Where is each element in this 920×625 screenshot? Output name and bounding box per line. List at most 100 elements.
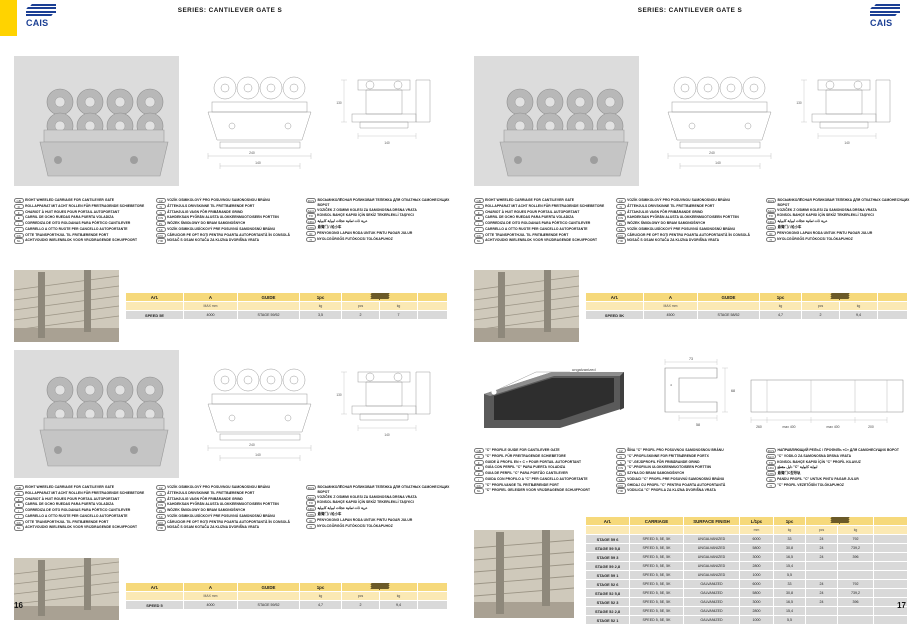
cell-carriage: SPEED 5, 5E, 5K: [629, 543, 684, 553]
lang-code: H: [766, 482, 776, 488]
cell-surface: GALVANIZED: [683, 606, 740, 616]
lang-code: ARA: [766, 219, 776, 225]
cell-kg: 7: [379, 310, 418, 320]
table-subheader-row: mm kg pcs kg: [585, 525, 908, 535]
cell-spacer: [873, 588, 908, 598]
cell-spacer: [873, 534, 908, 544]
lang-code: DK: [14, 519, 24, 525]
table-header-row: Art. A GUIDE 1pc: [125, 582, 448, 592]
legend-row: S"C"-GEJDPROFIL FÖR FRIBÄRANDE GRIND: [616, 459, 766, 465]
legend-text: "C" PROFIEL GELEIDER VOOR VRIJDRAGENDE S…: [485, 488, 591, 493]
cell-kg: 396: [837, 552, 874, 562]
lang-code: CHN: [306, 224, 317, 231]
cell-pcs: 24: [805, 597, 838, 607]
lang-code: D: [474, 453, 484, 459]
legend-text: GUIDA CON PROFILO A "C" PER CANCELLO AUT…: [485, 476, 588, 481]
cais-logo-right: CAIS: [870, 4, 904, 28]
cell-art: SPEED 5: [125, 600, 184, 610]
cell-length: 2800: [739, 606, 774, 616]
legend-text: CARRELLO A OTTO RUOTE PER CANCELLO AUTOP…: [25, 226, 128, 231]
cell-pcs: 24: [805, 552, 838, 562]
cell-art: STAGE 59 5,8: [585, 543, 630, 553]
cell-pcs: [805, 615, 838, 625]
lang-code: N: [156, 209, 166, 215]
legend-text: PANDU PROFIL "C" UNTUK PINTU PAGAR JULUR: [777, 476, 859, 481]
cell-kg: 792: [837, 579, 874, 589]
lang-code: ID: [306, 230, 316, 236]
lang-code: ARA: [306, 506, 316, 512]
lang-code: F: [474, 209, 484, 215]
lang-code: CHN: [306, 511, 317, 518]
cell-1pc: 4,7: [759, 310, 802, 320]
profile-photo: ungalvanized: [474, 350, 639, 445]
table-row: STAGE 59 6 SPEED 5, 5E, 5K UNGALVANIZED …: [585, 534, 908, 544]
col-1pc: 1pc: [299, 292, 342, 302]
legend-text: VODILICA "C" PROFILA ZA KLIZNA DVORIŠNA …: [627, 488, 716, 493]
page-number-left: 16: [14, 601, 23, 610]
lang-code: I: [14, 221, 24, 227]
lang-code: N: [616, 209, 626, 215]
cell-1pc: 16,5: [773, 552, 806, 562]
cell-guide: STAGE 59/52: [237, 600, 300, 610]
gate-application-photo-4: [473, 530, 575, 618]
col-guide: GUIDE: [697, 292, 760, 302]
sub-art: [585, 301, 644, 311]
svg-text:140: 140: [844, 141, 850, 145]
svg-text:130: 130: [336, 101, 342, 105]
lang-code: NL: [474, 238, 484, 244]
yellow-corner-tab: [0, 0, 17, 36]
legend-text: "C"-GEJDPROFIL FÖR FRIBÄRANDE GRIND: [627, 459, 700, 464]
lang-code: CZ: [156, 198, 166, 204]
cell-surface: GALVANIZED: [683, 615, 740, 625]
col-package-icon: [805, 516, 874, 526]
lang-code: CZ: [616, 198, 626, 204]
cell-1pc: 5,5: [773, 570, 806, 580]
sub-1pc: kg: [759, 301, 802, 311]
legend-text: KAHDEKSAN PYÖRÄN ALUSTA ULOKKEENMUOTOISE…: [167, 502, 279, 507]
lang-code: E: [474, 465, 484, 471]
legend-text: CORREDIZA DE OITO ROLDANAS PARA PÓRTICO …: [25, 508, 131, 513]
sub-spacer: [873, 525, 908, 535]
col-spacer: [417, 292, 448, 302]
cell-length: 3000: [739, 597, 774, 607]
cell-carriage: SPEED 5, 5E, 5K: [629, 597, 684, 607]
legend-text: CĂRUCIOR PE OPT ROȚI PENTRU POARTA AUTOP…: [167, 519, 290, 524]
col-1pc: 1pc: [773, 516, 806, 526]
lang-code: ID: [306, 517, 316, 523]
lang-code: N: [156, 490, 166, 496]
lang-code: I: [14, 513, 24, 520]
lang-code: TR: [306, 213, 316, 219]
legend-text: 悬臂门八轮小车: [317, 224, 342, 229]
sub-art: [125, 591, 184, 601]
col-package-icon: [801, 292, 878, 302]
lang-code: NL: [14, 238, 24, 244]
lang-code: P: [474, 471, 484, 477]
svg-text:260: 260: [756, 425, 762, 429]
cell-1pc: 15,4: [773, 561, 806, 571]
table-row: STAGE 59 3 SPEED 5, 5E, 5K UNGALVANIZED …: [585, 552, 908, 562]
col-package-icon: [341, 582, 418, 592]
table-subheader-row: MAX mm kg pcs kg: [125, 301, 448, 311]
